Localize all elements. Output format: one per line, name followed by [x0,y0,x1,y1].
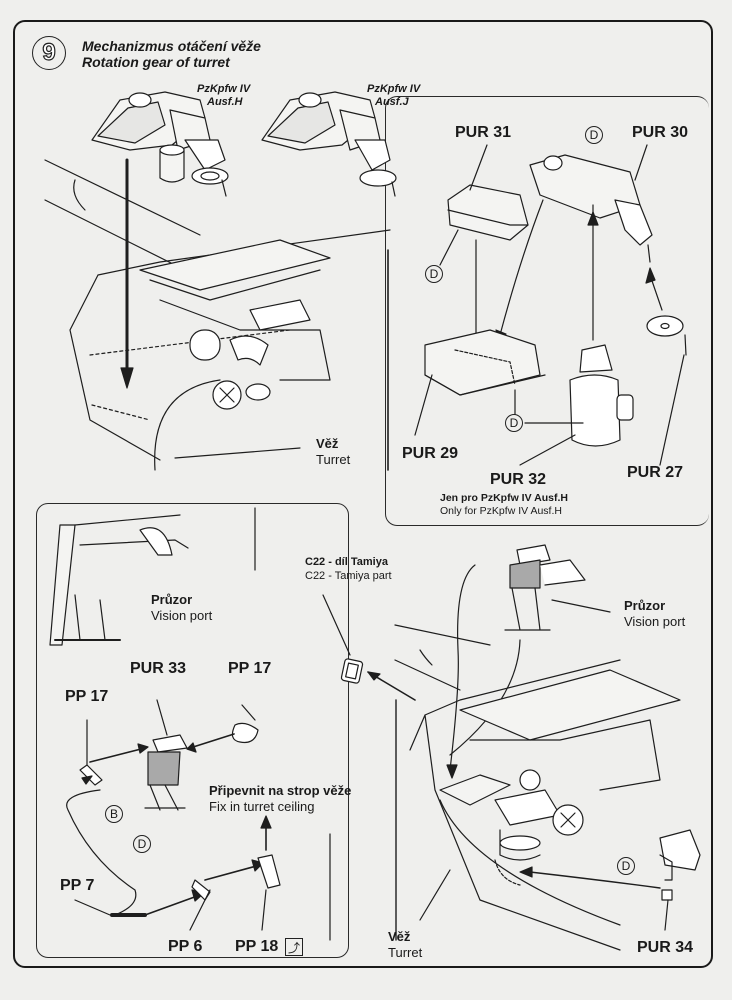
pur32-note-en: Only for PzKpfw IV Ausf.H [440,505,562,517]
step-number-badge: 9 [32,36,66,70]
label-pur33: PUR 33 [130,660,187,677]
label-pur29: PUR 29 [402,445,459,462]
turret-mechanism-bottom [439,669,681,861]
part-c22 [340,658,364,684]
label-pur30: PUR 30 [632,124,689,141]
marker-d-pur34: D [617,857,635,875]
turret-mechanism-top [139,239,331,410]
vision-port-part-right [504,544,586,631]
c22-label-en: C22 - Tamiya part [305,570,392,582]
marker-d-pur31: D [425,265,443,283]
turret-label-top-en: Turret [316,452,351,467]
marker-d-pur33: D [133,835,151,853]
marker-b: B [105,805,123,823]
title-czech: Mechanizmus otáčení věže [82,38,261,54]
part-pur29 [424,329,546,396]
label-pp6: PP 6 [168,938,203,955]
label-pp17-left: PP 17 [65,688,109,705]
marker-d-pur30: D [585,126,603,144]
label-pur31: PUR 31 [455,124,512,141]
vision-port-right-en: Vision port [624,614,686,629]
fix-note-en: Fix in turret ceiling [209,799,315,814]
part-pur27 [646,315,687,356]
part-pur34 [659,829,701,901]
bend-symbol-icon: ⤴ [285,938,303,956]
detail-box-rotation-gear [385,96,709,526]
label-pur34: PUR 34 [637,939,694,956]
gear-assembly-ausf-h [91,91,229,197]
detail-box-vision-port [36,503,349,958]
part-pur31 [447,184,529,241]
turret-label-top-cz: Věž [316,436,339,451]
label-pp7: PP 7 [60,877,95,894]
vision-port-right-cz: Průzor [624,598,666,613]
part-pur32 [524,344,634,447]
turret-label-bottom-cz: Věž [388,929,411,944]
label-pur27: PUR 27 [627,464,684,481]
part-pur30 [529,154,653,263]
fix-note-cz: Připevnit na strop věže [209,783,352,798]
variant-ausf-h-line1: PzKpfw IV [197,83,251,95]
label-pp17-right: PP 17 [228,660,272,677]
marker-d-pur32: D [505,414,523,432]
turret-label-bottom-en: Turret [388,945,423,960]
label-pur32: PUR 32 [490,471,547,488]
variant-ausf-j-line1: PzKpfw IV [367,83,421,95]
vision-port-label-cz: Průzor [151,592,193,607]
vision-port-label-en: Vision port [151,608,213,623]
variant-ausf-h-line2: Ausf.H [207,96,243,108]
part-pur33 [144,734,188,811]
c22-label-cz: C22 - díl Tamiya [305,556,388,568]
gear-assembly-ausf-j [261,91,397,197]
variant-ausf-j-line2: Ausf.J [375,96,409,108]
step-frame [13,20,713,968]
vision-port-diagram [49,514,189,646]
label-pp18: PP 18 [235,938,279,955]
pur32-note-cz: Jen pro PzKpfw IV Ausf.H [440,492,568,504]
title-english: Rotation gear of turret [82,54,230,70]
